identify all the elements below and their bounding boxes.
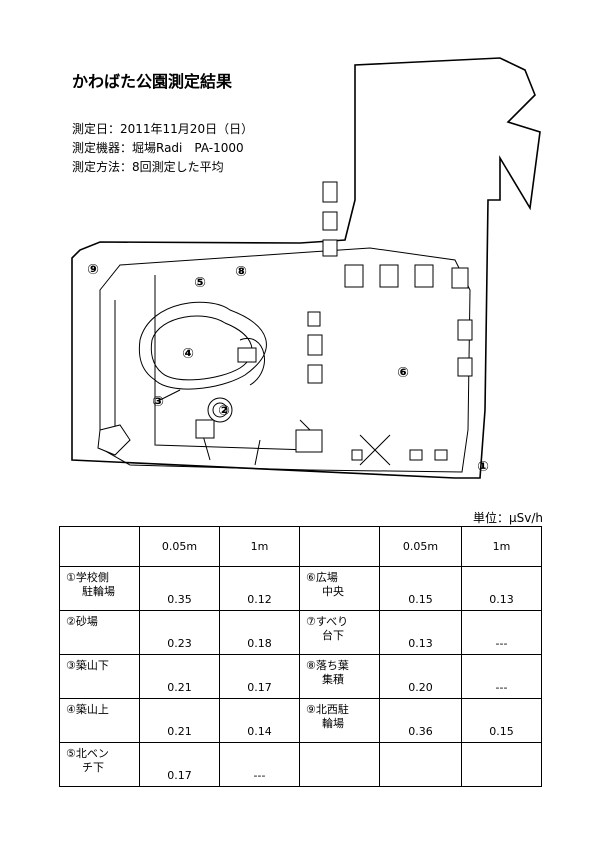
- table-row: ⑤北ベンチ下 0.17 ---: [59, 742, 542, 787]
- value-0-05m: [379, 742, 462, 787]
- value-0-05m: 0.21: [139, 654, 220, 699]
- value-0-05m: 0.13: [379, 610, 462, 655]
- header-0-05m: 0.05m: [139, 526, 220, 567]
- value-1m: 0.13: [461, 566, 542, 611]
- table-row: ③築山下 0.21 0.17 ⑧落ち葉集積 0.20 ---: [59, 654, 542, 699]
- value-0-05m: 0.20: [379, 654, 462, 699]
- value-0-05m: 0.23: [139, 610, 220, 655]
- value-1m: 0.17: [219, 654, 300, 699]
- document-title: かわばた公園測定結果: [72, 72, 233, 91]
- map-marker-2: ②: [218, 403, 230, 419]
- location-name: ①学校側駐輪場: [59, 566, 140, 611]
- value-0-05m: 0.21: [139, 698, 220, 743]
- header-empty-cell: [299, 526, 380, 567]
- location-name: ②砂場: [59, 610, 140, 655]
- park-map: ① ② ③ ④ ⑤ ⑥ ⑧ ⑨: [71, 57, 541, 479]
- value-1m: 0.12: [219, 566, 300, 611]
- value-1m: ---: [219, 742, 300, 787]
- header-1m: 1m: [219, 526, 300, 567]
- value-1m: ---: [461, 654, 542, 699]
- value-1m: 0.15: [461, 698, 542, 743]
- value-0-05m: 0.15: [379, 566, 462, 611]
- map-marker-6: ⑥: [397, 365, 409, 381]
- value-0-05m: 0.17: [139, 742, 220, 787]
- header-row: 0.05m 1m 0.05m 1m: [59, 526, 542, 567]
- location-name: ③築山下: [59, 654, 140, 699]
- value-1m: [461, 742, 542, 787]
- location-name: ⑥広場中央: [299, 566, 380, 611]
- location-name: ⑦すべり台下: [299, 610, 380, 655]
- map-marker-4: ④: [182, 346, 194, 362]
- table-row: ①学校側駐輪場 0.35 0.12 ⑥広場中央 0.15 0.13: [59, 566, 542, 611]
- map-marker-3: ③: [152, 394, 164, 410]
- measurement-device: 測定機器：堀場Radi PA-1000: [72, 141, 244, 155]
- map-marker-8: ⑧: [235, 264, 247, 280]
- map-structures: [97, 181, 473, 461]
- table-row: ④築山上 0.21 0.14 ⑨北西駐輪場 0.36 0.15: [59, 698, 542, 743]
- value-1m: 0.14: [219, 698, 300, 743]
- map-marker-5: ⑤: [194, 275, 206, 291]
- location-name: ④築山上: [59, 698, 140, 743]
- results-table: 0.05m 1m 0.05m 1m ①学校側駐輪場 0.35 0.12 ⑥広場中…: [59, 526, 542, 787]
- map-marker-9: ⑨: [87, 262, 99, 278]
- measurement-date: 測定日：2011年11月20日（日）: [72, 122, 254, 136]
- header-0-05m-right: 0.05m: [379, 526, 462, 567]
- map-marker-1: ①: [477, 459, 489, 475]
- value-1m: 0.18: [219, 610, 300, 655]
- value-0-05m: 0.36: [379, 698, 462, 743]
- header-empty-cell: [59, 526, 140, 567]
- value-1m: ---: [461, 610, 542, 655]
- unit-label: 単位：μSv/h: [472, 511, 543, 525]
- measurement-method: 測定方法：8回測定した平均: [72, 160, 224, 174]
- location-name: ⑨北西駐輪場: [299, 698, 380, 743]
- table-row: ②砂場 0.23 0.18 ⑦すべり台下 0.13 ---: [59, 610, 542, 655]
- location-name: ⑧落ち葉集積: [299, 654, 380, 699]
- location-name: ⑤北ベンチ下: [59, 742, 140, 787]
- park-outline: [71, 57, 541, 479]
- value-0-05m: 0.35: [139, 566, 220, 611]
- header-1m-right: 1m: [461, 526, 542, 567]
- location-name: [299, 742, 380, 787]
